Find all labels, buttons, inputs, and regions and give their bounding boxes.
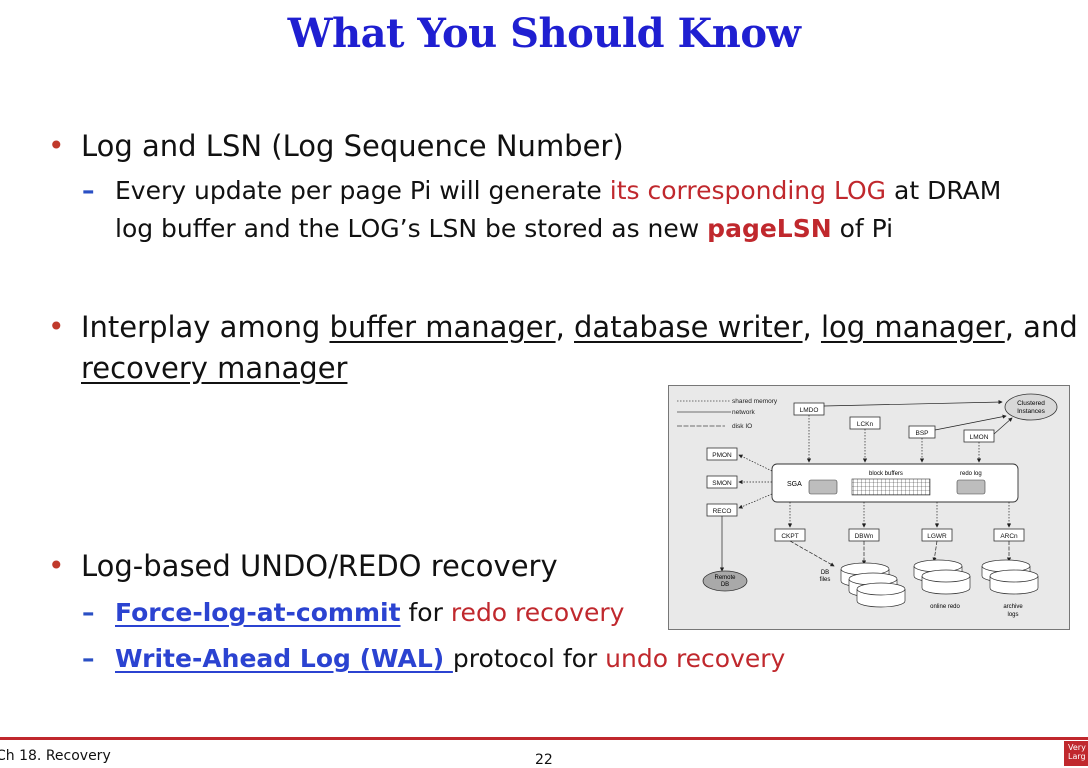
- sga-label: SGA: [787, 481, 802, 488]
- db-files-label-2: files: [820, 577, 831, 583]
- proc-label: PMON: [712, 452, 732, 459]
- footer-page-number: 22: [535, 752, 553, 768]
- link-recovery-manager: recovery manager: [81, 351, 348, 385]
- legend-network: network: [732, 409, 756, 416]
- footer-divider: [0, 737, 1088, 740]
- clustered-label-1: Clustered: [1017, 400, 1045, 407]
- remote-db-label-1: Remote: [714, 575, 736, 581]
- dash-marker: –: [82, 598, 95, 627]
- proc-label: CKPT: [781, 533, 798, 540]
- footer-logo: Very Larg: [1064, 741, 1088, 766]
- link-database-writer: database writer: [574, 310, 803, 344]
- clustered-label-2: Instances: [1017, 408, 1046, 415]
- block-buffers: [851, 478, 931, 496]
- remote-db: [702, 570, 748, 592]
- link-log-manager: log manager: [820, 310, 1005, 344]
- dash-marker: –: [82, 644, 95, 673]
- redo-log-label: redo log: [960, 471, 982, 477]
- block-buffers-label: block buffers: [869, 471, 903, 477]
- sub-bullet-line-2: log buffer and the LOG’s LSN be stored a…: [115, 214, 894, 243]
- clustered-instances: [1004, 393, 1058, 421]
- bullet-text: Log-based UNDO/REDO recovery: [81, 549, 558, 583]
- legend-disk-io: disk IO: [732, 423, 752, 430]
- bullet-dot: •: [48, 129, 65, 162]
- bullet-dot: •: [48, 549, 65, 582]
- proc-label: SMON: [712, 480, 732, 487]
- archive-label-2: logs: [1007, 612, 1018, 618]
- db-files-label-1: DB: [821, 570, 829, 576]
- archive-label-1: archive: [1003, 604, 1023, 610]
- redo-log-buffer: [956, 479, 986, 495]
- bullet-text: recovery manager: [81, 348, 347, 388]
- link-buffer-manager: buffer manager: [329, 310, 556, 344]
- proc-smon: [706, 475, 738, 489]
- bullet-dot: •: [48, 310, 65, 343]
- proc-label: BSP: [915, 430, 928, 437]
- online-redo-label: online redo: [930, 604, 960, 610]
- remote-db-label-2: DB: [721, 582, 729, 588]
- footer-logo-line-1: Very: [1068, 743, 1086, 752]
- dash-marker: –: [82, 176, 95, 205]
- archive-disks: [981, 559, 1039, 595]
- proc-label: LCKn: [857, 421, 874, 428]
- online-redo-disks: [913, 559, 971, 595]
- proc-label: LGWR: [927, 533, 947, 540]
- proc-label: LMDO: [800, 407, 819, 414]
- link-force-log-at-commit[interactable]: Force-log-at-commit: [115, 598, 401, 627]
- proc-label: LMON: [970, 434, 989, 441]
- legend: shared memory network disk IO: [677, 398, 778, 430]
- bullet-text: Interplay among buffer manager, database…: [81, 310, 1078, 344]
- architecture-diagram: shared memory network disk IO Clustered …: [668, 385, 1070, 630]
- sub-bullet-text: Force-log-at-commit for redo recovery: [115, 598, 625, 627]
- sub-bullet-text: Write-Ahead Log (WAL) protocol for undo …: [115, 644, 786, 673]
- slide-title: What You Should Know: [287, 10, 801, 57]
- proc-label: RECO: [713, 508, 732, 515]
- link-write-ahead-log[interactable]: Write-Ahead Log (WAL): [115, 644, 453, 673]
- footer-logo-line-2: Larg: [1068, 752, 1086, 761]
- proc-label: ARCn: [1000, 533, 1018, 540]
- bullet-text: Log and LSN (Log Sequence Number): [81, 129, 624, 163]
- proc-pmon: [706, 447, 738, 461]
- legend-shared-memory: shared memory: [732, 398, 778, 405]
- footer-chapter: Ch 18. Recovery: [0, 748, 111, 764]
- proc-label: DBWn: [855, 533, 874, 540]
- diagram-svg: shared memory network disk IO Clustered …: [677, 393, 1058, 618]
- sga-shared-pool: [808, 479, 838, 495]
- sub-bullet-line-1: Every update per page Pi will generate i…: [115, 176, 1002, 205]
- db-files-disks: [840, 562, 906, 608]
